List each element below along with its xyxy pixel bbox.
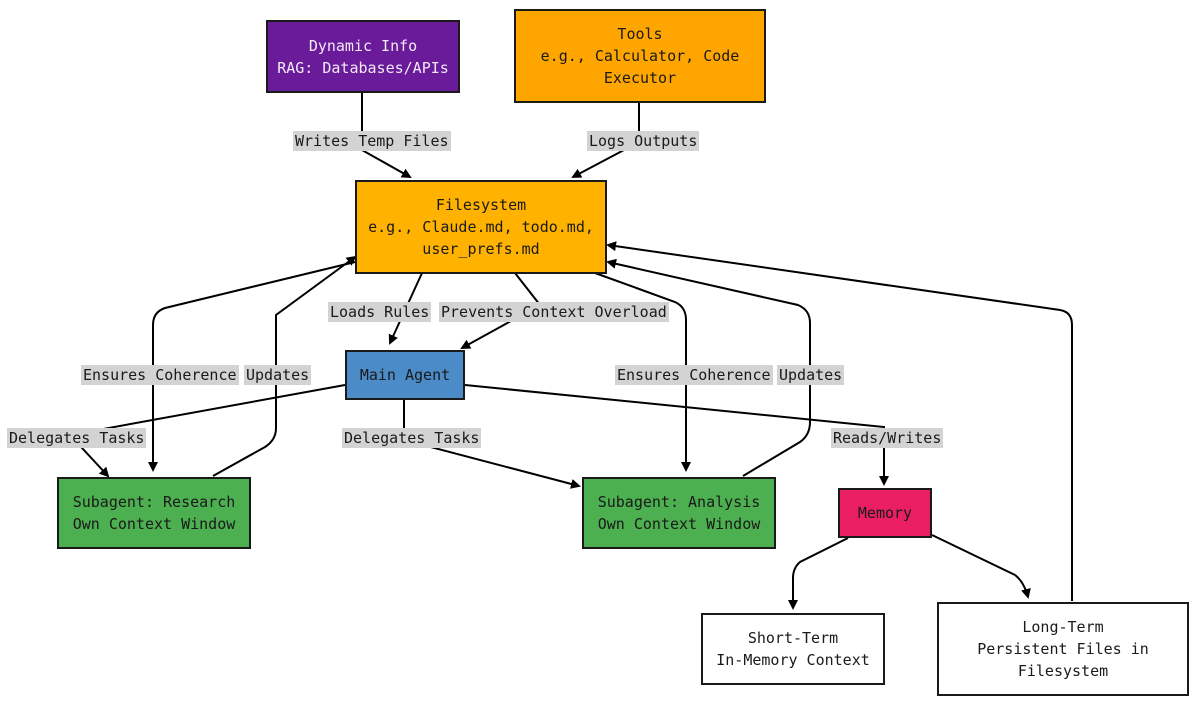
tools-title: Tools	[617, 25, 663, 43]
label-ensures-coherence-right: Ensures Coherence	[615, 365, 773, 385]
subagent-research-subtitle: Own Context Window	[72, 515, 236, 533]
short-term-node: Short-Term In-Memory Context	[701, 613, 885, 685]
short-term-subtitle: In-Memory Context	[716, 651, 870, 669]
label-updates-left: Updates	[244, 365, 312, 385]
dynamic-info-title: Dynamic Info	[308, 36, 418, 55]
long-term-node: Long-Term Persistent Files in Filesystem	[937, 602, 1189, 696]
label-reads-writes: Reads/Writes	[831, 428, 944, 448]
long-term-line-2: Persistent Files in	[977, 640, 1149, 658]
long-term-line-3: Filesystem	[1017, 662, 1109, 680]
label-ensures-coherence-left: Ensures Coherence	[81, 365, 239, 385]
label-delegates-left: Delegates Tasks	[7, 428, 147, 448]
subagent-analysis-subtitle: Own Context Window	[597, 515, 761, 533]
label-prevents-overload: Prevents Context Overload	[439, 302, 669, 322]
label-writes-temp-files: Writes Temp Files	[293, 131, 451, 151]
subagent-research-node: Subagent: Research Own Context Window	[57, 477, 251, 549]
edge-memory-short-term	[788, 537, 849, 610]
main-agent-title: Main Agent	[359, 366, 451, 384]
label-loads-rules: Loads Rules	[328, 302, 432, 322]
memory-title: Memory	[857, 504, 913, 522]
edge-long-term-to-filesystem	[606, 241, 1073, 601]
short-term-title: Short-Term	[747, 629, 839, 647]
dynamic-info-node: Dynamic Info RAG: Databases/APIs	[266, 20, 460, 93]
edge-ensures-coherence-right	[594, 272, 691, 472]
label-updates-right: Updates	[777, 365, 845, 385]
filesystem-title: Filesystem	[435, 196, 527, 214]
long-term-title: Long-Term	[1022, 618, 1104, 636]
edge-updates-left	[212, 255, 357, 477]
label-delegates-center: Delegates Tasks	[342, 428, 482, 448]
tools-line-3: Executor	[603, 69, 677, 87]
memory-node: Memory	[838, 488, 932, 538]
tools-line-2: e.g., Calculator, Code	[540, 47, 740, 65]
filesystem-line-3: user_prefs.md	[422, 240, 540, 258]
filesystem-node: Filesystem e.g., Claude.md, todo.md, use…	[355, 180, 607, 274]
dynamic-info-subtitle: RAG: Databases/APIs	[277, 58, 449, 77]
filesystem-line-2: e.g., Claude.md, todo.md,	[368, 218, 594, 236]
subagent-research-title: Subagent: Research	[72, 493, 236, 511]
subagent-analysis-title: Subagent: Analysis	[597, 493, 761, 511]
main-agent-node: Main Agent	[345, 350, 465, 400]
tools-node: Tools e.g., Calculator, Code Executor	[514, 9, 766, 103]
edge-ensures-coherence-left	[148, 261, 356, 472]
edge-reads-writes	[464, 384, 889, 486]
label-logs-outputs: Logs Outputs	[587, 131, 700, 151]
edge-memory-long-term	[931, 534, 1031, 599]
subagent-analysis-node: Subagent: Analysis Own Context Window	[582, 477, 776, 549]
